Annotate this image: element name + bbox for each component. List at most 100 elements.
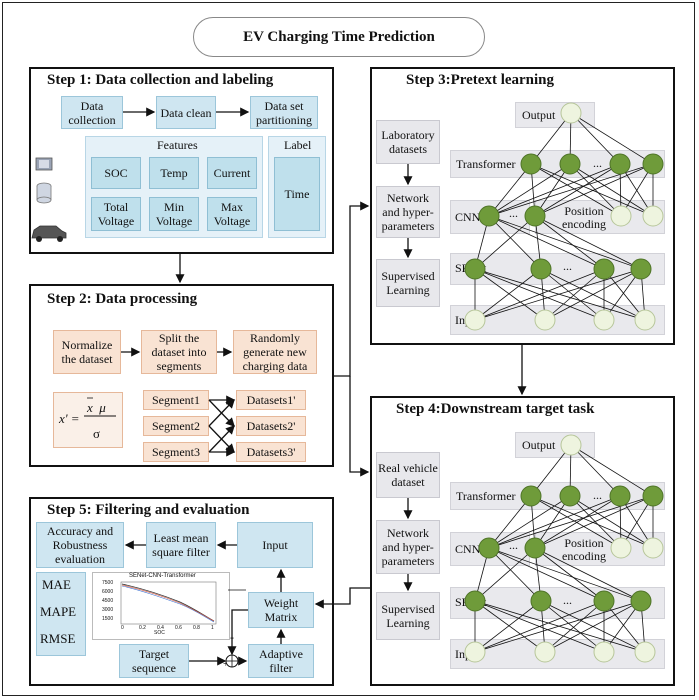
edge-senet-input — [544, 600, 605, 653]
edge-senet-input — [603, 268, 646, 321]
cnn3-label: CNN — [455, 210, 481, 224]
edge-transformer-cnn — [530, 495, 654, 549]
segment1-box: Segment1 — [143, 390, 209, 410]
edge-transformer-cnn — [534, 495, 621, 549]
mini-chart-title: SENet-CNN-Transformer — [129, 573, 196, 579]
edge-output-transformer — [530, 444, 572, 497]
transformer-node — [609, 153, 631, 175]
transformer4-label: Transformer — [456, 489, 516, 503]
edge-transformer-cnn — [488, 495, 621, 549]
position-node — [642, 205, 664, 227]
senet3-ellipsis: ... — [563, 259, 572, 273]
transformer-node — [520, 485, 542, 507]
database-icon — [36, 182, 52, 204]
senet4-row — [450, 587, 665, 619]
position3-label: Position encoding — [562, 204, 606, 231]
lab-datasets-box: Laboratory datasets — [376, 120, 440, 164]
edge-output-transformer — [570, 112, 654, 165]
segment3-box: Segment3 — [143, 442, 209, 462]
computer-chip-icon — [35, 157, 53, 171]
transformer-node — [520, 153, 542, 175]
formula-denominator: σ — [93, 426, 101, 441]
mini-xtick: 0.8 — [193, 625, 200, 631]
arrow-step4-step5 — [314, 587, 370, 609]
edge-senet-input — [474, 268, 542, 321]
weight-matrix-box: Weight Matrix — [248, 592, 314, 628]
supervised3-box: Supervised Learning — [376, 259, 440, 307]
cnn-node — [478, 205, 500, 227]
edge-transformer-cnn — [488, 163, 532, 217]
edge-transformer-cnn — [569, 495, 622, 549]
senet-node — [593, 258, 615, 280]
edge-cnn-senet — [474, 547, 536, 602]
edge-transformer-cnn — [534, 163, 654, 217]
edge-transformer-cnn — [488, 495, 571, 549]
label-time: Time — [274, 157, 320, 231]
formula-lhs: x' = — [59, 411, 80, 426]
transformer-node — [642, 153, 664, 175]
edge-transformer-cnn — [569, 163, 654, 217]
input-node — [593, 641, 615, 663]
mini-chart-xlabel: SOC — [154, 630, 165, 636]
edge-cnn-senet — [488, 547, 542, 602]
edge-senet-input — [544, 600, 642, 653]
formula-box — [53, 392, 123, 448]
step2-title: Step 2: Data processing — [47, 291, 198, 307]
edge-cnn-senet — [488, 215, 642, 270]
mini-ytick: 4500 — [102, 598, 114, 604]
edge-transformer-cnn — [530, 163, 622, 217]
data-clean-box: Data clean — [156, 96, 216, 129]
formula-numerator: x μ — [87, 400, 106, 415]
position-node — [610, 205, 632, 227]
input-node — [634, 309, 656, 331]
data-partition-box: Data set partitioning — [250, 96, 318, 129]
cnn4-ellipsis: ... — [509, 538, 518, 552]
edge-cnn-senet — [488, 215, 605, 270]
edge-senet-input — [603, 268, 642, 321]
edge-cnn-senet — [534, 547, 605, 602]
input-node — [593, 309, 615, 331]
features-label: Features — [157, 138, 198, 152]
split-box: Split the dataset into segments — [141, 330, 217, 374]
step1-title: Step 1: Data collection and labeling — [47, 72, 274, 88]
edge-senet-input — [474, 600, 546, 653]
position-node — [610, 537, 632, 559]
output4-row — [515, 432, 595, 458]
edge-cnn-senet — [534, 215, 642, 270]
position4-label: Position encoding — [562, 536, 606, 563]
segment-dataset-arrows — [208, 395, 236, 457]
output-node — [560, 102, 582, 124]
feature-max-voltage: Max Voltage — [207, 197, 257, 231]
network4-box: Network and hyper-parameters — [376, 520, 440, 574]
input-node — [464, 641, 486, 663]
metric-mae: MAE — [42, 577, 71, 592]
output4-label: Output — [522, 438, 556, 452]
edge-senet-input — [474, 600, 542, 653]
network-graph-step3 — [464, 102, 664, 331]
transformer-node — [642, 485, 664, 507]
senet4-ellipsis: ... — [563, 593, 572, 607]
edge-senet-input — [474, 600, 605, 653]
step5-title: Step 5: Filtering and evaluation — [47, 502, 250, 518]
arrow-step2-step3 — [334, 201, 370, 377]
mini-xtick: 0 — [121, 625, 124, 631]
edge-output-transformer — [530, 112, 572, 165]
mini-ytick: 6000 — [102, 589, 114, 595]
accuracy-box: Accuracy and Robustness evaluation — [36, 522, 124, 568]
senet-node — [630, 590, 652, 612]
senet-node — [464, 590, 486, 612]
transformer-node — [609, 485, 631, 507]
edge-cnn-senet — [534, 215, 605, 270]
input-node — [464, 309, 486, 331]
input3-row — [450, 305, 665, 335]
edge-senet-input — [474, 268, 546, 321]
edge-senet-input — [474, 268, 642, 321]
mini-xtick: 0.4 — [157, 625, 164, 631]
mini-xtick: 1 — [211, 625, 214, 631]
edge-transformer-cnn — [488, 163, 621, 217]
edge-senet-input — [603, 600, 646, 653]
transformer3-ellipsis: ... — [593, 156, 602, 170]
step4-title: Step 4:Downstream target task — [396, 401, 595, 417]
